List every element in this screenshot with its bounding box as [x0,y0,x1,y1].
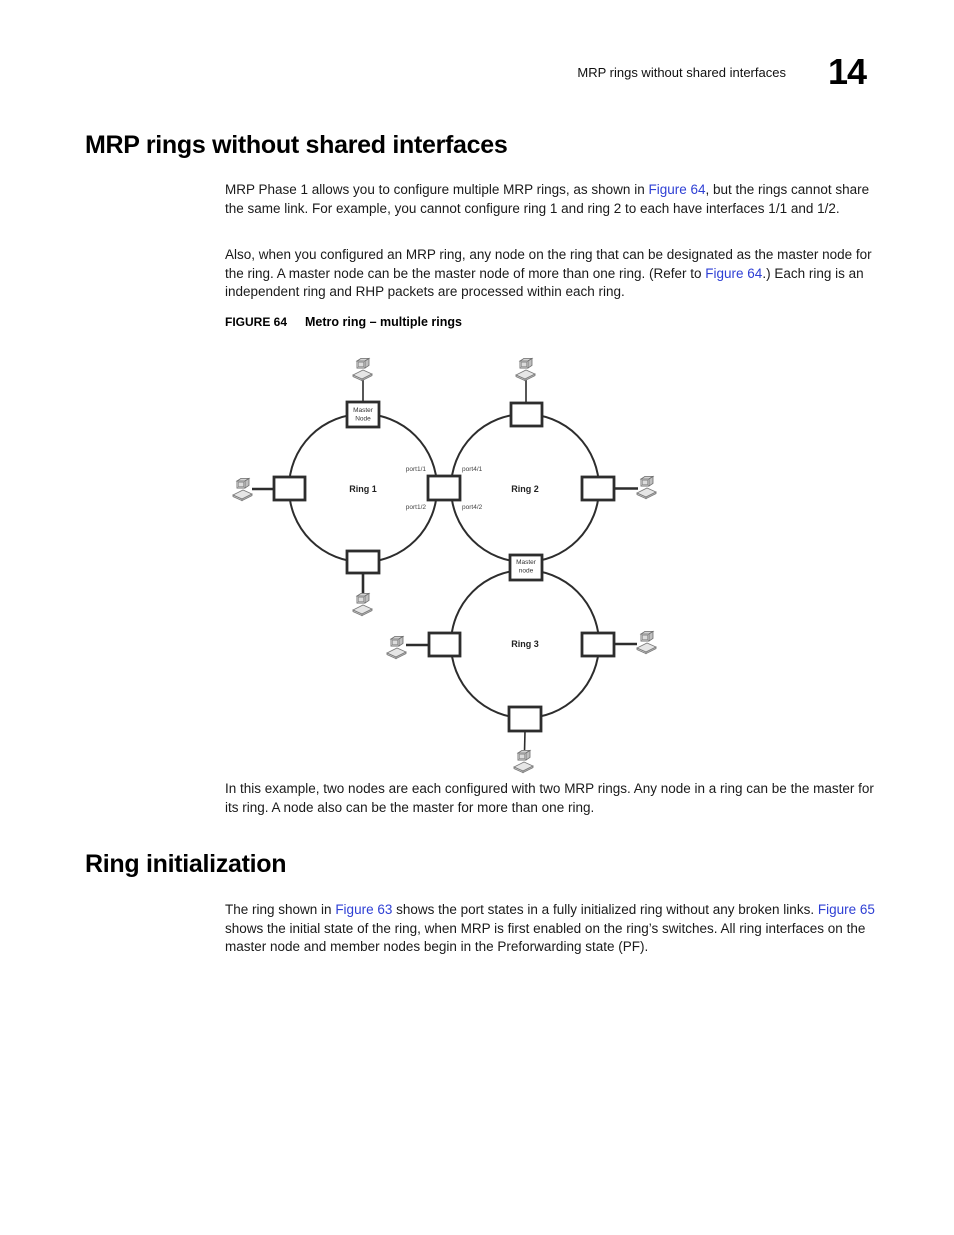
text-run: The ring shown in [225,902,336,917]
text-run: .) Each ring is an independent ring and … [225,265,864,300]
figure-65-link[interactable]: Figure 65 [817,902,875,917]
paragraph-ring-init: The ring shown in Figure 63 shows the po… [225,901,877,957]
master-node-1-label-line2: Node [355,416,371,423]
ring-2-label: Ring 2 [511,484,539,494]
workstation-icon [636,630,657,655]
figure-caption-title: Metro ring – multiple rings [305,315,462,329]
ring3-left-node-box [427,631,462,658]
figure-caption-label: FIGURE 64 [225,315,288,329]
section-title-ring-initialization: Ring initialization [85,850,287,878]
page-header: MRP rings without shared interfaces 14 [577,51,867,92]
figure-64-diagram: Master Node Master node Ring 1 Ring 2 Ri… [232,357,657,774]
figure-64-link[interactable]: Figure 64 [705,265,763,281]
master-node-1-label-line1: Master [353,407,374,414]
workstation-icon [386,635,407,660]
chapter-number: 14 [827,51,867,92]
master-node-2-label-line1: Master [516,559,537,566]
workstation-icon [352,592,373,617]
text-run: Also, when you configured an MRP ring, a… [225,247,872,281]
text-run: shows the initial state of the ring, whe… [225,920,866,955]
shared-node-box [426,474,462,502]
paragraph-mrp-intro: MRP Phase 1 allows you to configure mult… [225,181,873,218]
section-title-mrp-rings: MRP rings without shared interfaces [85,131,508,159]
ring3-right-node-box [580,631,616,658]
ring-1-label: Ring 1 [349,484,377,494]
text-run: shows the port states in a fully initial… [392,902,818,917]
figure-caption: FIGURE 64 Metro ring – multiple rings [225,313,462,331]
workstation-icon [352,357,373,382]
text-run: MRP Phase 1 allows you to configure mult… [225,182,649,197]
ring2-right-node-box [580,475,616,502]
master-node-2-label-line2: node [519,568,534,575]
port-label-1-1: port1/1 [406,466,427,473]
link-line [523,730,526,753]
figure-64-link[interactable]: Figure 64 [648,182,706,197]
workstation-icon [513,749,534,774]
paragraph-mrp-master: Also, when you configured an MRP ring, a… [225,246,873,302]
workstation-icon [232,477,253,502]
workstation-icon [515,357,536,382]
master-node-1-box [345,400,381,429]
ring2-top-node-box [509,401,544,428]
ring1-bottom-node-box [345,549,381,575]
paragraph-example: In this example, two nodes are each conf… [225,781,874,815]
text-run: , but the rings cannot share the same li… [225,182,870,216]
port-label-4-2: port4/2 [462,504,483,511]
workstation-icon [636,475,657,500]
port-label-1-2: port1/2 [406,504,427,511]
ring3-bottom-node-box [507,705,543,733]
port-label-4-1: port4/1 [462,466,483,473]
figure-63-link[interactable]: Figure 63 [335,902,393,917]
running-title: MRP rings without shared interfaces [577,64,786,80]
master-node-2-box [508,553,544,582]
ring1-left-node-box [272,475,307,502]
ring-3-label: Ring 3 [511,639,539,649]
